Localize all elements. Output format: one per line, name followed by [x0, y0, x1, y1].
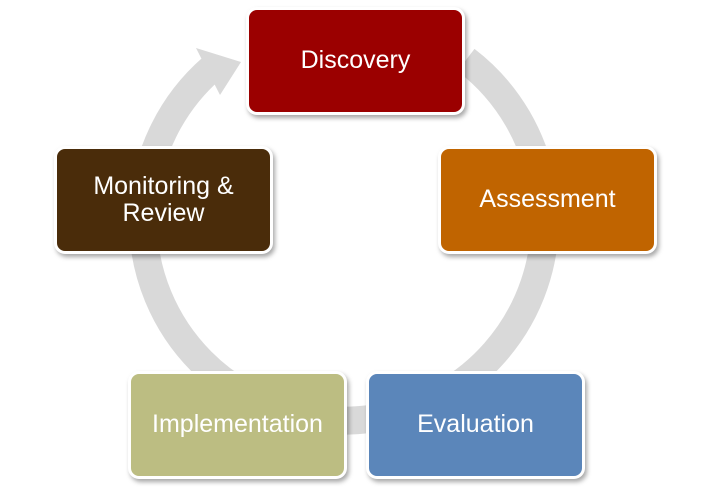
stage-implementation-box: Implementation	[128, 371, 347, 479]
stage-evaluation-box: Evaluation	[366, 371, 585, 479]
cycle-arrowhead-icon	[196, 48, 241, 95]
stage-discovery-box: Discovery	[246, 7, 465, 115]
stage-assessment-box: Assessment	[438, 146, 657, 254]
stage-monitoring-review-box: Monitoring & Review	[54, 146, 273, 254]
